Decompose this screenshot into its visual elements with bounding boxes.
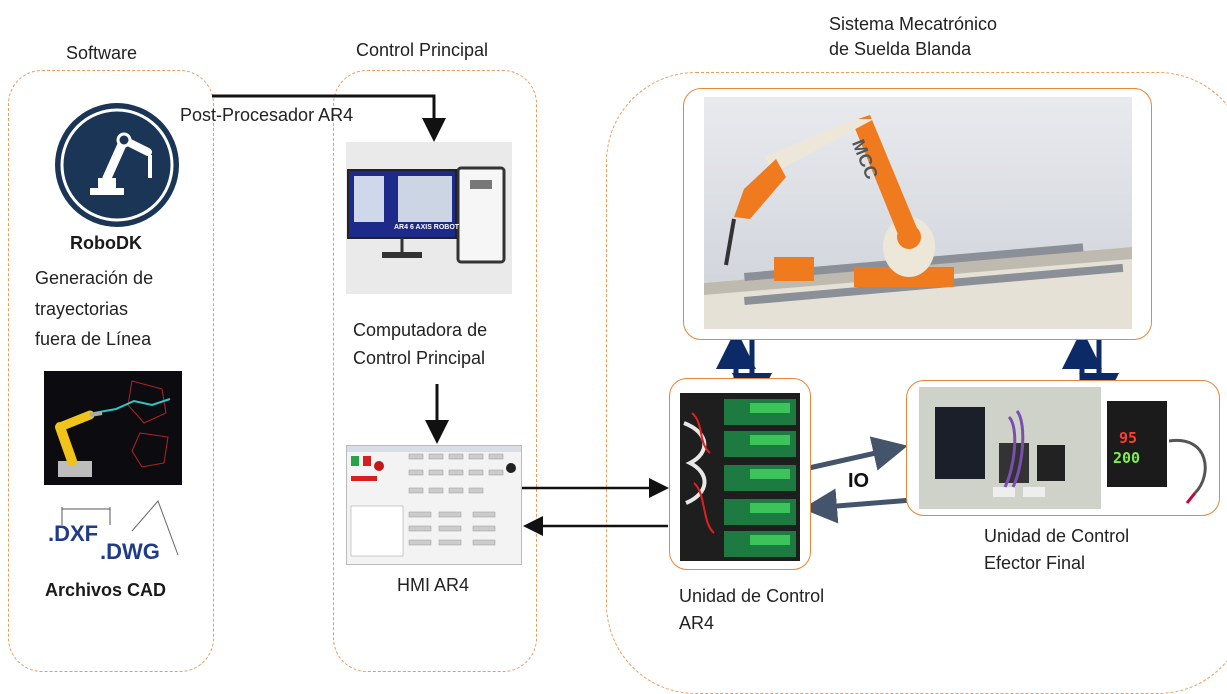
software-title: Software [66, 43, 138, 63]
generacion-line1: Generación de [35, 268, 154, 288]
unidad-efector-line2: Efector Final [984, 553, 1086, 573]
hmi-window-icon [347, 446, 521, 557]
unidad-ar4-line1: Unidad de Control [679, 586, 825, 606]
cad-files-icon: .DXF .DWG [40, 495, 190, 567]
robodk-logo-icon [55, 103, 179, 227]
computadora-line2: Control Principal [353, 348, 486, 368]
hmi-screenshot [346, 445, 522, 565]
io-label: IO [848, 470, 870, 492]
computer-icon [347, 166, 506, 264]
efector-pcb-image [919, 387, 1101, 509]
sistema-title-line1: Sistema Mecatrónico [829, 14, 998, 34]
unidad-efector-line1: Unidad de Control [984, 526, 1130, 546]
offline-simulation-image [44, 371, 182, 485]
simulation-robot-icon [55, 380, 171, 477]
display-top: 95 [1119, 429, 1138, 447]
dwg-label: .DWG [100, 539, 160, 564]
computadora-line1: Computadora de [353, 320, 488, 340]
generacion-line3: fuera de Línea [35, 329, 152, 349]
hmi-label: HMI AR4 [397, 575, 470, 595]
computer-image: AR4 6 AXIS ROBOT [346, 142, 512, 294]
control-ar4-box [669, 378, 811, 570]
generacion-line2: trayectorias [35, 299, 129, 319]
unidad-ar4-line2: AR4 [679, 613, 715, 633]
dxf-label: .DXF [48, 521, 99, 546]
display-bottom: 200 [1113, 449, 1141, 467]
archivos-cad-label: Archivos CAD [45, 580, 167, 600]
robot-arm-icon [704, 115, 1132, 329]
computer-screen-text: AR4 6 AXIS ROBOT [394, 224, 460, 231]
control-ar4-image [680, 393, 800, 561]
pcb-icon [935, 407, 1065, 497]
post-procesador-label: Post-Procesador AR4 [180, 105, 354, 125]
robot-image: MCC [704, 97, 1132, 329]
robot-box: MCC [683, 88, 1152, 340]
thermocouple-icon [1169, 438, 1207, 504]
sistema-title-line2: de Suelda Blanda [829, 39, 972, 59]
control-principal-title: Control Principal [356, 40, 489, 60]
driver-boards-icon [683, 399, 796, 557]
robodk-label: RoboDK [70, 233, 142, 253]
temperature-controller: 95 200 [1107, 401, 1167, 487]
efector-final-box: 95 200 [906, 380, 1220, 516]
